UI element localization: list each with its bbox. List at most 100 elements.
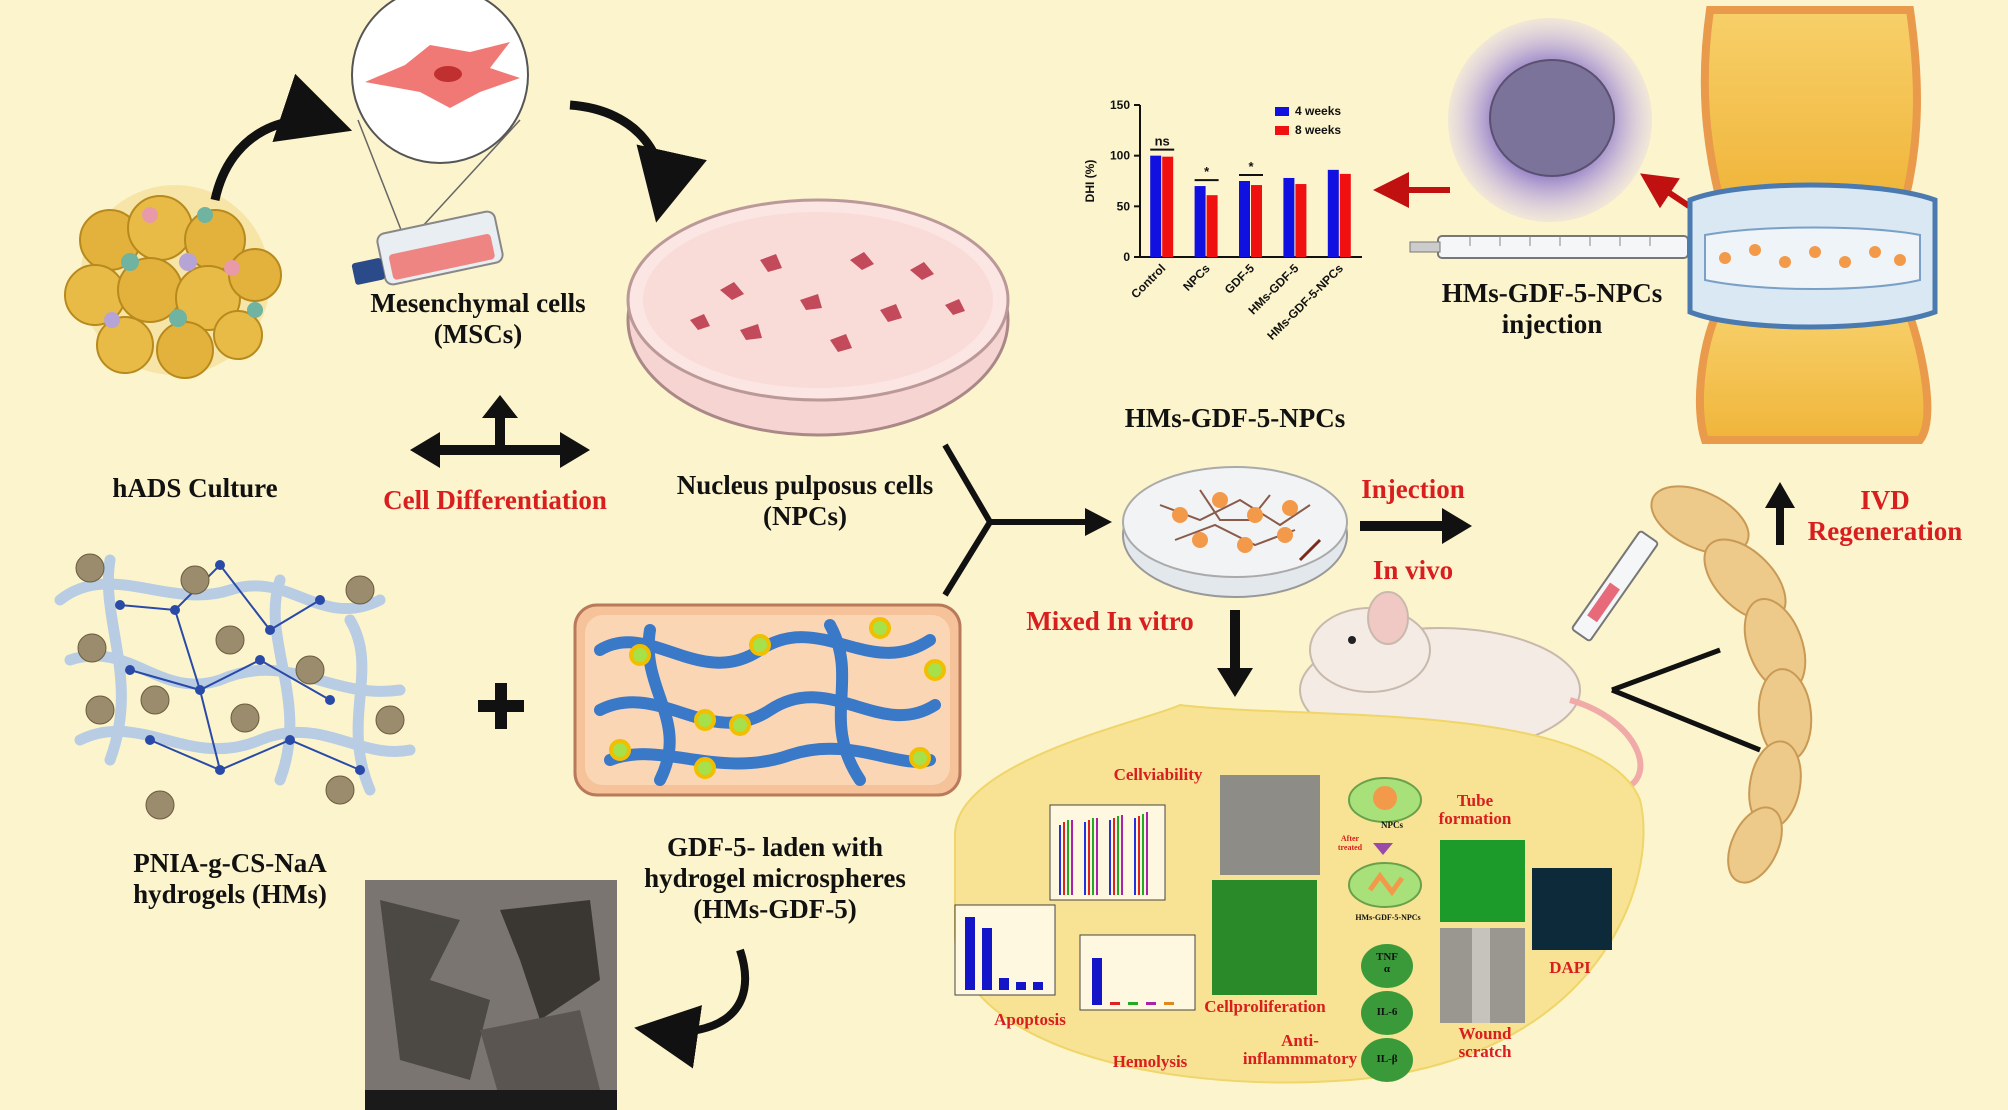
after-treated-line2: treated xyxy=(1337,842,1363,852)
apoptosis-chart xyxy=(954,904,1056,996)
tube-formation-micrograph xyxy=(1440,840,1525,922)
pnia-label-line2: hydrogels (HMs) xyxy=(133,879,327,910)
injection-pointer-lines xyxy=(1611,647,1761,753)
legend-swatch xyxy=(1275,107,1289,116)
ivd-up-arrow xyxy=(1765,482,1795,545)
apoptosis-label: Apoptosis xyxy=(994,1010,1066,1029)
sem-micrograph xyxy=(365,880,617,1110)
dapi-label: DAPI xyxy=(1549,958,1591,977)
y-tick-label: 150 xyxy=(1110,98,1130,112)
mscs-label: Mesenchymal cells (MSCs) xyxy=(358,288,598,350)
arrow-msc-to-npc xyxy=(569,100,707,223)
x-tick-label: GDF-5 xyxy=(1222,261,1258,297)
merge-arrow xyxy=(942,443,1112,597)
ivd-label-line1: IVD xyxy=(1860,485,1910,515)
arrow-to-sem xyxy=(634,948,749,1069)
dhi-bar xyxy=(1283,177,1295,257)
plus-sign xyxy=(478,683,524,729)
arrow-hads-to-msc xyxy=(210,73,353,201)
anti-inflammatory-line2: inflammmatory xyxy=(1242,1048,1358,1068)
dhi-bar xyxy=(1239,181,1250,257)
anti-inflammatory-label: Anti- inflammmatory xyxy=(1240,1032,1360,1068)
ivd-regeneration-label: IVD Regeneration xyxy=(1795,485,1975,547)
mscs-label-line1: Mesenchymal cells xyxy=(370,288,586,318)
viability-micrograph xyxy=(1220,775,1320,875)
injection-label: Injection xyxy=(1361,474,1465,504)
legend-label: 4 weeks xyxy=(1295,104,1341,118)
cell-differentiation-arrows xyxy=(410,395,590,468)
hydrogel-network xyxy=(54,553,416,820)
pnia-hydrogel-label: PNIA-g-CS-NaA hydrogels (HMs) xyxy=(100,848,360,910)
tnf-label: TNF α xyxy=(1365,951,1409,975)
tnf-line2: α xyxy=(1383,962,1391,975)
hemolysis-label: Hemolysis xyxy=(1112,1052,1188,1071)
significance-label: * xyxy=(1204,164,1210,179)
msc-magnified-view xyxy=(351,0,529,241)
culture-flask xyxy=(351,210,504,286)
injection-syringe-mouse xyxy=(1571,530,1659,642)
mixed-dish xyxy=(1122,466,1348,598)
in-vivo-label: In vivo xyxy=(1372,555,1454,585)
hms-injection-line1: HMs-GDF-5-NPCs xyxy=(1441,278,1663,308)
tube-formation-line1: Tube xyxy=(1456,791,1494,810)
hads-label: hADS Culture xyxy=(112,473,278,503)
mixed-in-vitro-label: Mixed In vitro xyxy=(1026,606,1194,636)
gdf5-microsphere-box xyxy=(573,603,962,797)
pnia-label-line1: PNIA-g-CS-NaA xyxy=(133,848,327,878)
hms-injection-line2: injection xyxy=(1501,309,1603,340)
npcs-dish-label: NPCs xyxy=(1381,820,1403,830)
il6-label: IL-6 xyxy=(1376,1006,1398,1018)
gdf-label-line3: (HMs-GDF-5) xyxy=(693,894,857,925)
npc-petri-dish xyxy=(626,198,1010,437)
x-tick-label: HMs-GDF-5-NPCs xyxy=(1264,261,1346,343)
cell-viability-chart xyxy=(1049,804,1166,901)
wound-scratch-label: Wound scratch xyxy=(1430,1025,1540,1061)
spine-illustration xyxy=(1650,485,1813,884)
dhi-bar xyxy=(1162,156,1174,257)
tnf-line1: TNF xyxy=(1376,951,1398,963)
significance-label: ns xyxy=(1155,134,1170,149)
legend-swatch xyxy=(1275,126,1289,135)
hemolysis-chart xyxy=(1079,934,1196,1011)
hads-cell-cluster xyxy=(64,185,282,379)
significance-label: * xyxy=(1248,159,1254,174)
treated-arrow xyxy=(1373,843,1393,855)
y-tick-label: 50 xyxy=(1117,199,1131,213)
gdf5-microsphere-label: GDF-5- laden with hydrogel microspheres … xyxy=(625,832,925,925)
dhi-bar xyxy=(1206,195,1218,257)
gdf-label-line1: GDF-5- laden with xyxy=(667,832,883,862)
cytokine-ellipses xyxy=(1361,944,1413,1082)
wound-scratch-line1: Wound xyxy=(1458,1024,1512,1043)
y-tick-label: 0 xyxy=(1123,250,1130,264)
hms-dish-label: HMs-GDF-5-NPCs xyxy=(1355,913,1421,922)
wound-scratch-line2: scratch xyxy=(1458,1041,1512,1061)
cell-viability-label: Cellviability xyxy=(1113,765,1203,784)
x-tick-label: NPCs xyxy=(1180,261,1213,294)
x-tick-label: Control xyxy=(1128,261,1168,301)
after-treated-line1: After xyxy=(1340,834,1360,843)
proliferation-micrograph xyxy=(1212,880,1317,995)
dapi-micrograph xyxy=(1532,868,1612,950)
y-tick-label: 100 xyxy=(1110,149,1130,163)
npcs-label: Nucleus pulposus cells (NPCs) xyxy=(665,470,945,532)
hms-injection-label: HMs-GDF-5-NPCs injection xyxy=(1422,278,1682,340)
dhi-bar xyxy=(1327,169,1339,257)
purple-microscopy-circle xyxy=(1448,18,1652,222)
anti-inflammatory-line1: Anti- xyxy=(1281,1031,1319,1050)
hms-dish-small xyxy=(1348,862,1422,908)
dhi-bar xyxy=(1339,173,1351,257)
mscs-label-line2: (MSCs) xyxy=(433,319,523,350)
npcs-label-line2: (NPCs) xyxy=(763,501,847,532)
hms-gdf5-npcs-label: HMs-GDF-5-NPCs xyxy=(1124,403,1346,433)
ivd-joint-illustration xyxy=(1687,6,1938,444)
legend-label: 8 weeks xyxy=(1295,123,1341,137)
cell-differentiation-label: Cell Differentiation xyxy=(383,485,607,515)
npcs-label-line1: Nucleus pulposus cells xyxy=(676,470,934,500)
ivd-label-line2: Regeneration xyxy=(1807,516,1963,547)
cell-proliferation-label: Cellproliferation xyxy=(1204,997,1326,1016)
wound-gap xyxy=(1472,928,1490,1023)
dhi-bar xyxy=(1251,185,1262,257)
injection-arrow xyxy=(1360,508,1472,544)
